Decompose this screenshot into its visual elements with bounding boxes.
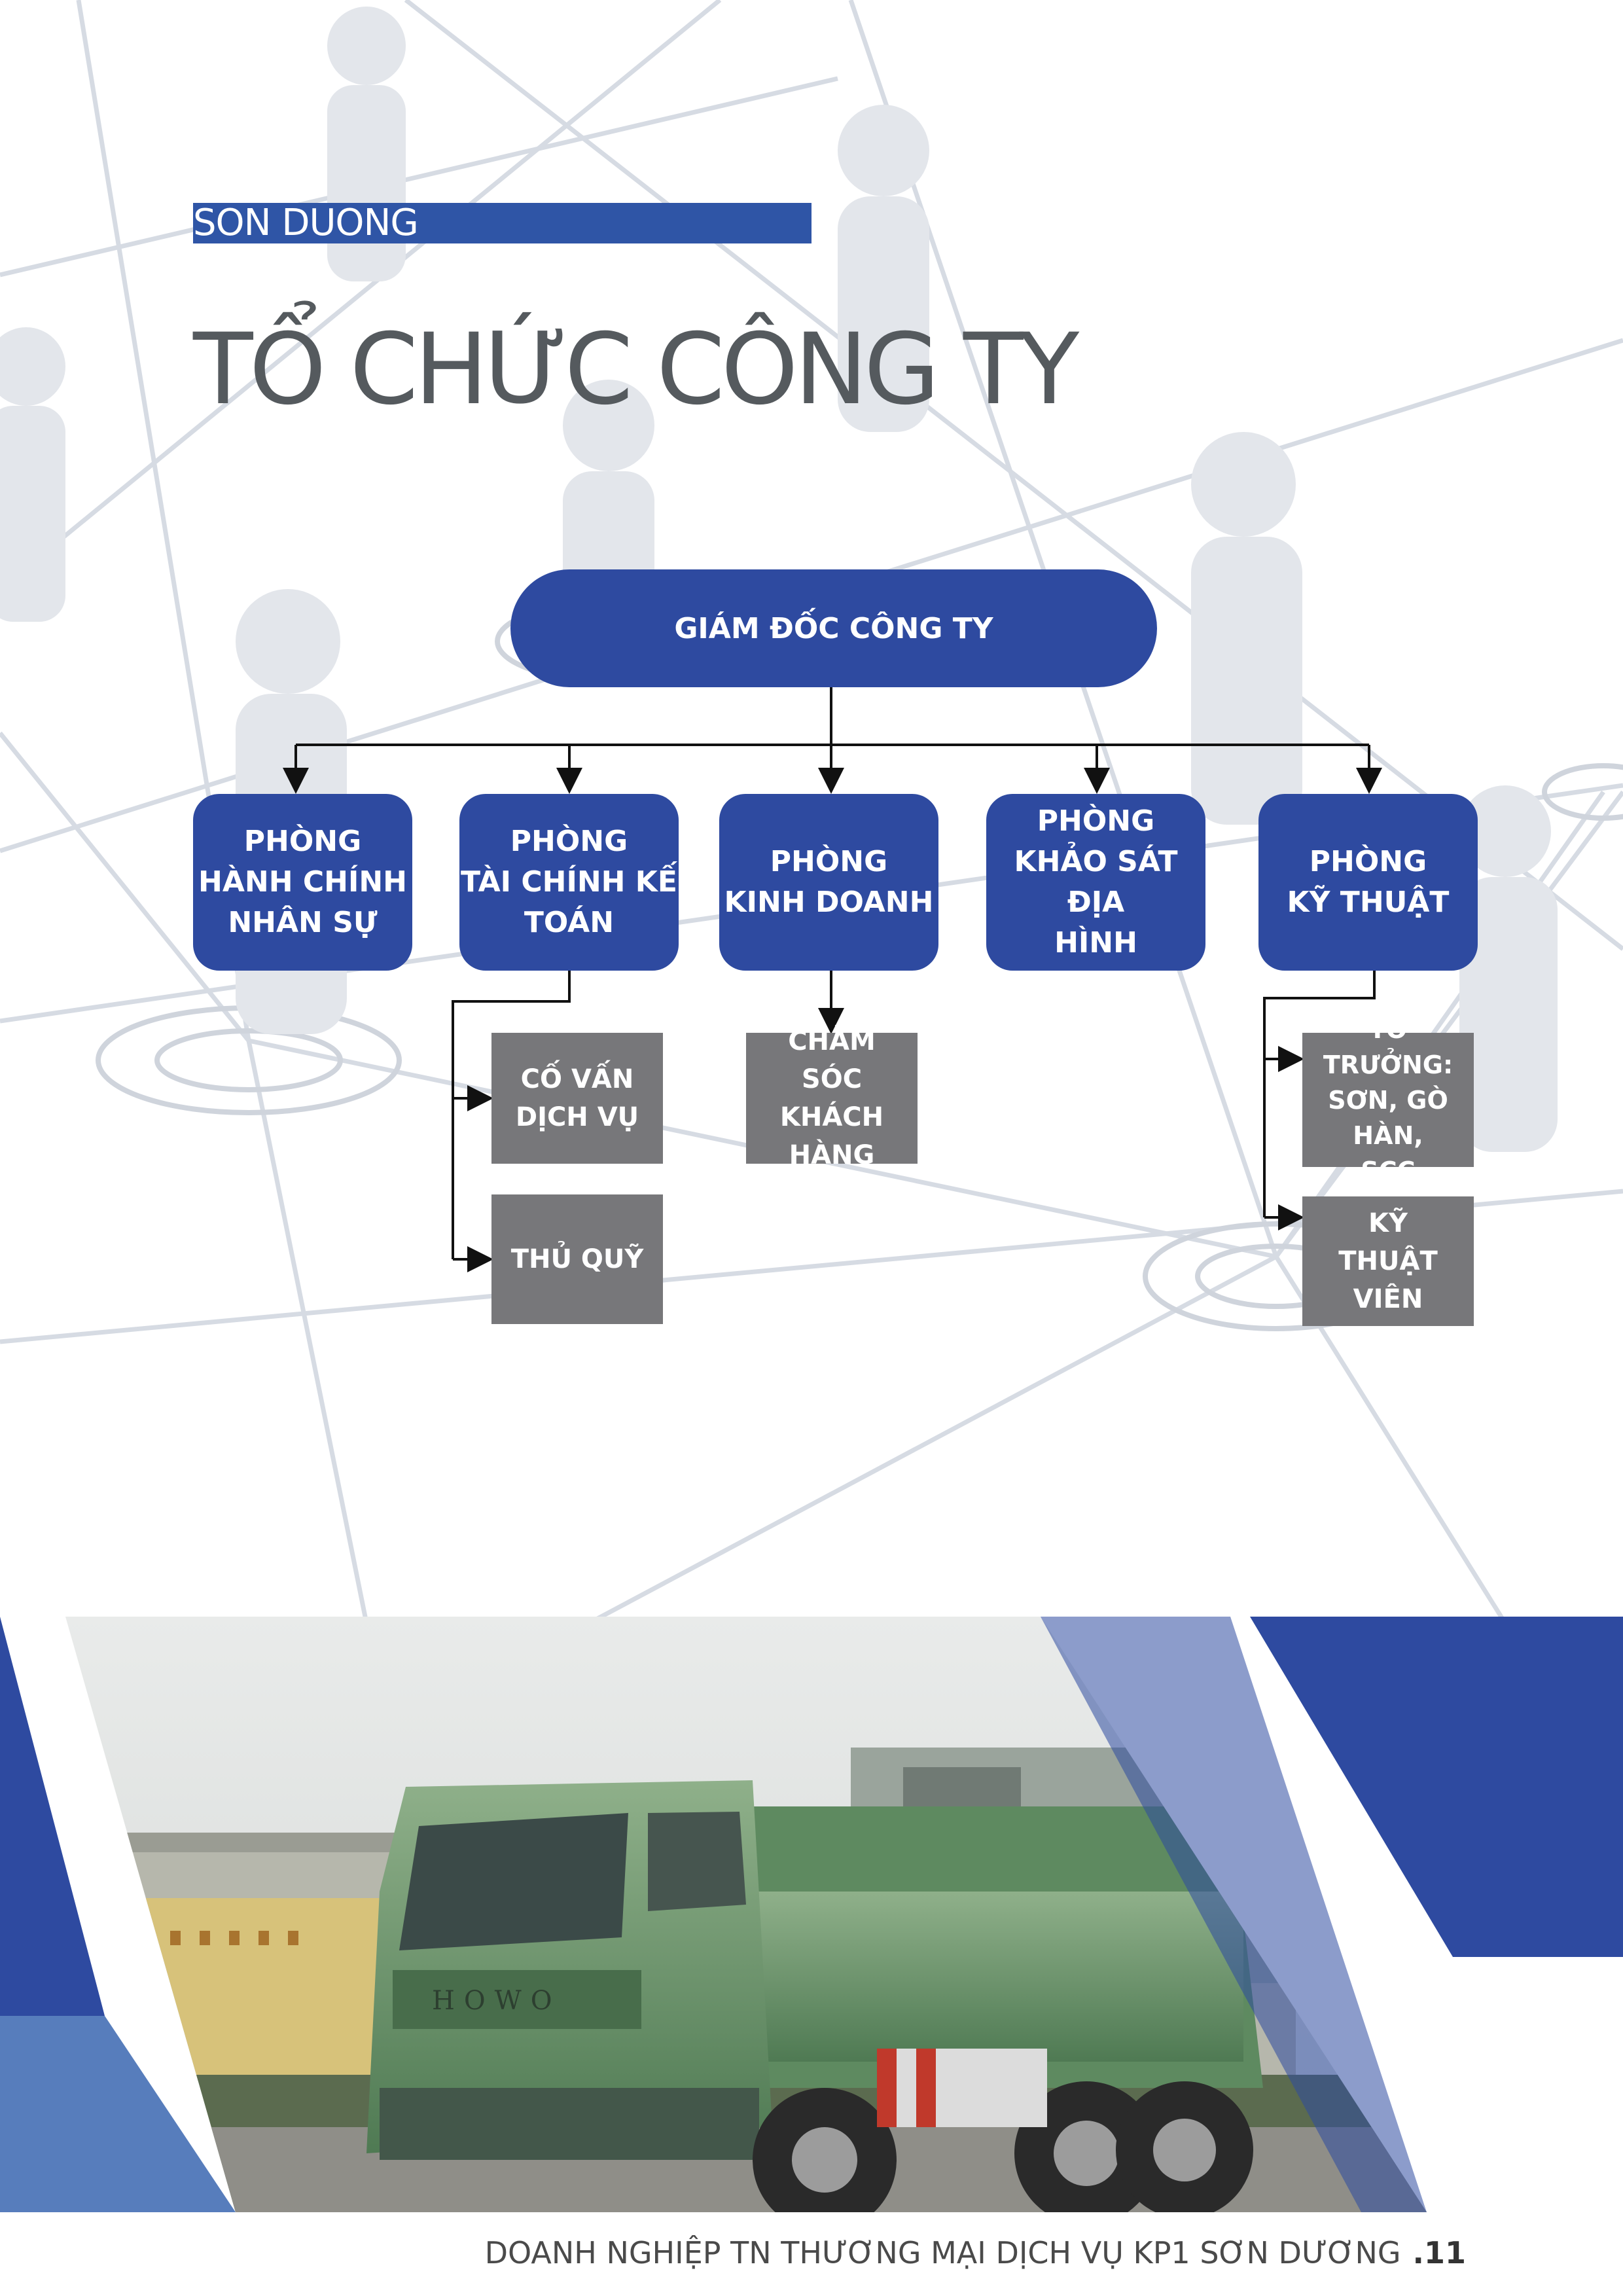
dept-tai-chinh-ke-toan: PHÒNG TÀI CHÍNH KẾ TOÁN [459, 794, 679, 971]
unit-cham-soc-khach-hang: CHĂM SÓC KHÁCH HÀNG [746, 1026, 918, 1170]
section-label: SON DUONG [193, 203, 812, 243]
unit-ky-thuat-vien: KỸ THUẬT VIÊN [1302, 1196, 1474, 1326]
page-footer: DOANH NGHIỆP TN THƯƠNG MẠI DỊCH VỤ KP1 S… [485, 2233, 1466, 2272]
dept-khao-sat-dia-hinh: PHÒNG KHẢO SÁT ĐỊA HÌNH [986, 794, 1205, 971]
page-title: TỔ CHỨC CÔNG TY [193, 313, 1079, 427]
truck-brand-text: HOWO [432, 1986, 562, 2016]
page-number: .11 [1412, 2235, 1467, 2270]
left-blue-triangle [0, 1617, 105, 2016]
director-node: GIÁM ĐỐC CÔNG TY [510, 569, 1157, 687]
dept-hanh-chinh-nhan-su: PHÒNG HÀNH CHÍNH NHÂN SỰ [193, 794, 412, 971]
background-network-image [0, 0, 1623, 1623]
dept-ky-thuat: PHÒNG KỸ THUẬT [1258, 794, 1478, 971]
right-blue-stripe [1250, 1617, 1623, 1957]
footer-company-name: DOANH NGHIỆP TN THƯƠNG MẠI DỊCH VỤ KP1 S… [484, 2235, 1401, 2270]
dept-kinh-doanh: PHÒNG KINH DOANH [719, 794, 938, 971]
truck-photo: HOWO [0, 1617, 1623, 2212]
unit-thu-quy: THỦ QUỸ [491, 1194, 663, 1324]
right-blue-stripe-light [1041, 1617, 1427, 2212]
unit-to-truong: TỔ TRƯỞNG: SƠN, GÒ HÀN, SCC [1302, 1015, 1474, 1185]
unit-co-van-dich-vu: CỐ VẤN DỊCH VỤ [491, 1033, 663, 1164]
